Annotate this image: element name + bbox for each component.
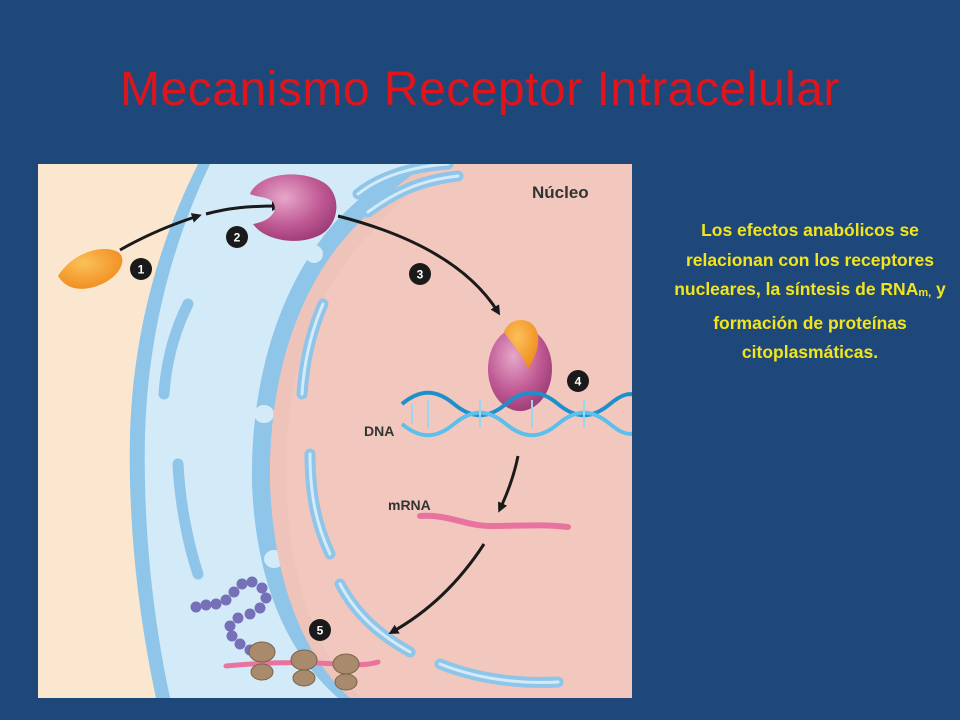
mrna-strand	[417, 512, 571, 530]
step-2-number: 2	[234, 231, 241, 245]
caption-text: Los efectos anabólicos se relacionan con…	[670, 216, 950, 368]
ribosomes	[248, 641, 360, 691]
arrow-transcription	[498, 455, 520, 513]
step-5-marker	[309, 619, 331, 641]
nucleus-label: Núcleo	[532, 183, 589, 202]
slide-title: Mecanismo Receptor Intracelular	[120, 63, 840, 116]
step-1-marker	[130, 258, 152, 280]
bound-hormone	[504, 320, 539, 369]
hormone-molecule	[58, 249, 123, 289]
dna-label: DNA	[364, 423, 394, 439]
arrow-step-1	[119, 213, 202, 252]
step-4-marker	[567, 370, 589, 392]
step-2-marker	[226, 226, 248, 248]
receptor-mechanism-figure: 1 2 3 4	[38, 164, 632, 698]
arrow-step-2	[205, 201, 282, 216]
step-4-number: 4	[575, 375, 582, 389]
intracellular-receptor	[250, 174, 337, 241]
step-3-marker	[409, 263, 431, 285]
mrna-label: mRNA	[388, 497, 431, 513]
arrow-step-3	[337, 214, 501, 316]
caption-part-1: Los efectos anabólicos se relacionan con…	[674, 220, 934, 299]
arrow-translation	[388, 543, 486, 634]
step-1-number: 1	[138, 263, 145, 277]
caption-subscript: m,	[918, 287, 932, 299]
dna-double-helix	[400, 390, 632, 438]
er-lumen	[300, 164, 560, 684]
step-3-number: 3	[417, 268, 424, 282]
step-5-number: 5	[317, 624, 324, 638]
nucleus	[285, 164, 632, 698]
caption-part-2: y formación de proteínas citoplasmáticas…	[713, 279, 946, 362]
